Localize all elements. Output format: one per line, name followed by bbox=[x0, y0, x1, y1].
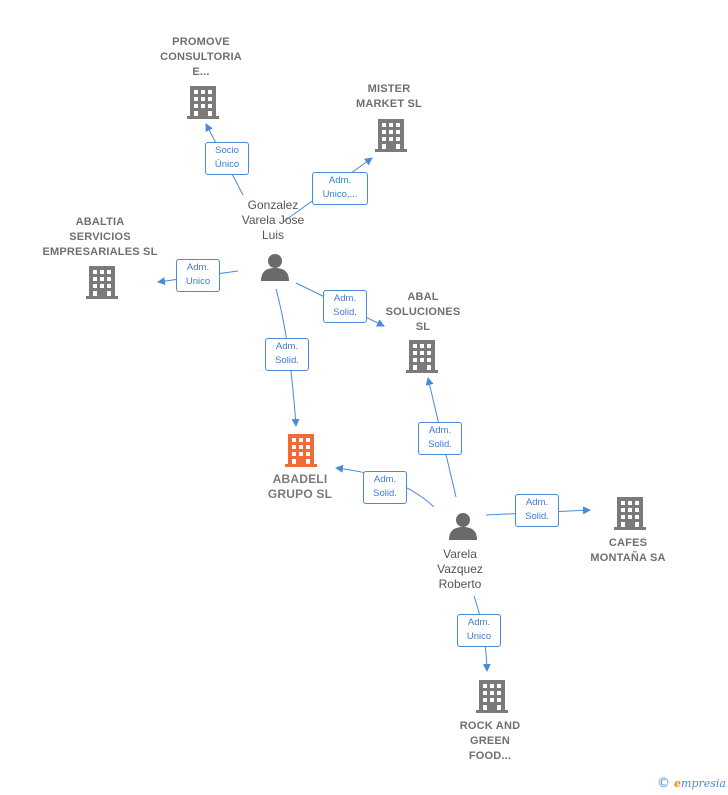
building-icon[interactable] bbox=[476, 680, 508, 713]
edge-label-adm-solid-abadeli-g: Adm. Solid. bbox=[265, 338, 309, 371]
company-cafes-label[interactable]: CAFES MONTAÑA SA bbox=[590, 537, 666, 564]
company-abal-label[interactable]: ABAL SOLUCIONES SL bbox=[385, 291, 461, 333]
empresia-brand[interactable]: ©empresia bbox=[657, 776, 726, 791]
edge-label-adm-solid-abal-v: Adm. Solid. bbox=[418, 422, 462, 455]
person-varela-label[interactable]: Varela Vazquez Roberto bbox=[437, 547, 483, 591]
brand-name: mpresia bbox=[681, 777, 726, 790]
edge-label-adm-unico-mister: Adm. Unico,... bbox=[312, 172, 368, 205]
person-gonzalez-label[interactable]: Gonzalez Varela Jose Luis bbox=[241, 198, 305, 242]
edge-label-adm-solid-cafes: Adm. Solid. bbox=[515, 494, 559, 527]
building-icon[interactable] bbox=[187, 86, 219, 119]
company-mister-label[interactable]: MISTER MARKET SL bbox=[356, 83, 422, 110]
person-icon[interactable] bbox=[261, 254, 289, 281]
edge-label-adm-solid-abadeli-v: Adm. Solid. bbox=[363, 471, 407, 504]
building-icon[interactable] bbox=[614, 497, 646, 530]
building-icon[interactable] bbox=[406, 340, 438, 373]
edge-label-adm-unico-rock: Adm. Unico bbox=[457, 614, 501, 647]
edge-label-socio-unico: Socio Único bbox=[205, 142, 249, 175]
copyright-icon: © bbox=[657, 776, 671, 791]
company-rock-label[interactable]: ROCK AND GREEN FOOD... bbox=[459, 720, 521, 762]
building-icon[interactable] bbox=[86, 266, 118, 299]
building-icon[interactable] bbox=[375, 119, 407, 152]
company-promove-label[interactable]: PROMOVE CONSULTORIA E... bbox=[160, 36, 242, 78]
edge-label-adm-unico-abaltia: Adm. Unico bbox=[176, 259, 220, 292]
company-abadeli-label[interactable]: ABADELI GRUPO SL bbox=[267, 472, 333, 501]
edge-label-adm-solid-abal-g: Adm. Solid. bbox=[323, 290, 367, 323]
building-icon[interactable] bbox=[285, 434, 317, 467]
person-icon[interactable] bbox=[449, 513, 477, 540]
company-abaltia-label[interactable]: ABALTIA SERVICIOS EMPRESARIALES SL bbox=[42, 216, 158, 258]
brand-initial: e bbox=[674, 777, 682, 790]
